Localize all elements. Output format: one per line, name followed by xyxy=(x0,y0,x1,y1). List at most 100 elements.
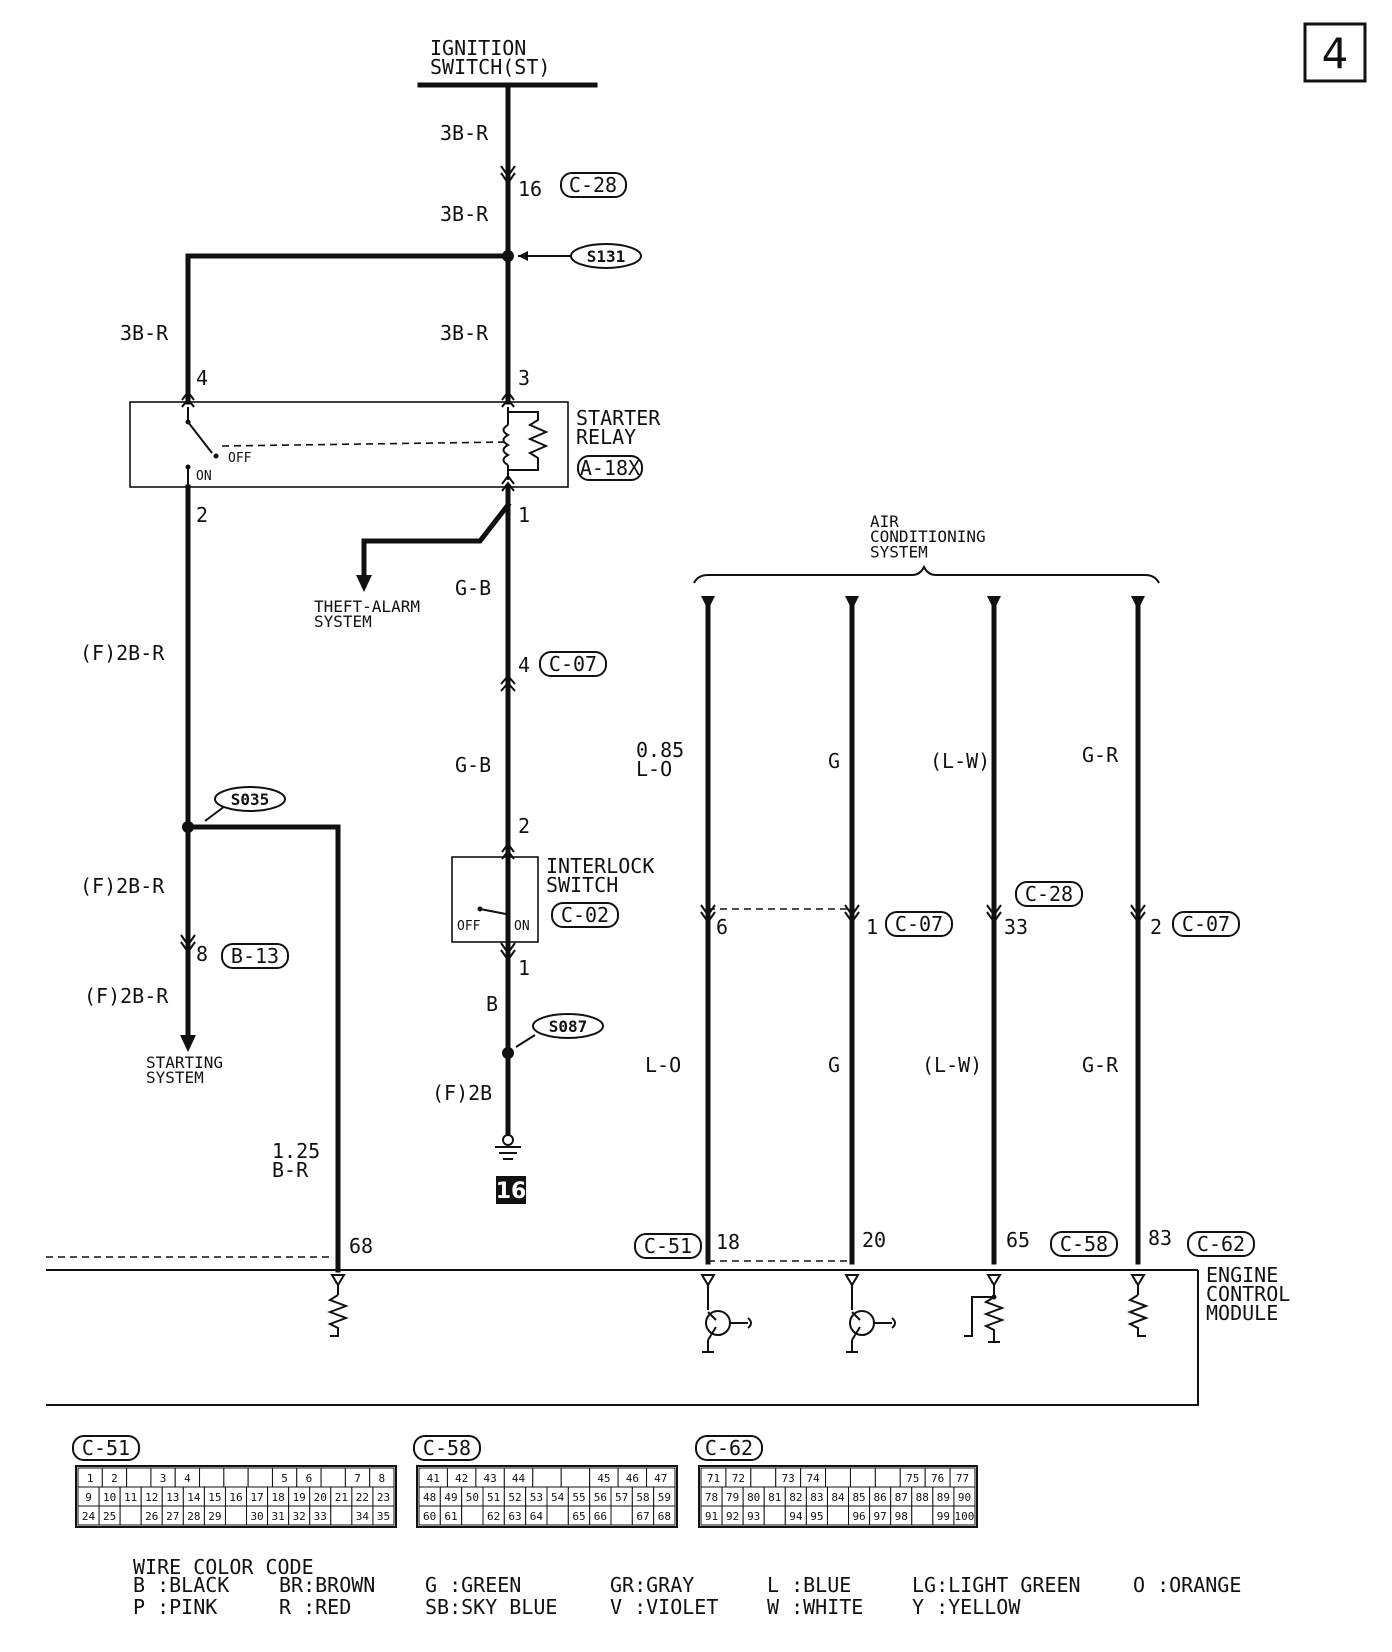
pin-cell: 80 xyxy=(747,1491,760,1504)
connector-table-title: C-58 xyxy=(423,1436,471,1460)
color-code-entry: Y :YELLOW xyxy=(912,1595,1021,1619)
pin-cell: 32 xyxy=(293,1510,306,1523)
wire-ac-2: G 1 G 20 xyxy=(828,596,886,1265)
pin-cell: 83 xyxy=(810,1491,823,1504)
pin-cell: 46 xyxy=(626,1472,639,1485)
pin-cell: 35 xyxy=(377,1510,390,1523)
connector-table-title: C-51 xyxy=(82,1436,130,1460)
color-code-title: WIRE COLOR CODE xyxy=(133,1555,314,1579)
pin-cell: 59 xyxy=(658,1491,671,1504)
pin-cell: 56 xyxy=(594,1491,607,1504)
interlock-on-label: ON xyxy=(514,919,530,934)
pin-cell: 49 xyxy=(444,1491,457,1504)
wire-label: (F)2B-R xyxy=(84,984,169,1008)
pin-cell: 1 xyxy=(87,1472,94,1485)
pin-cell: 99 xyxy=(937,1510,950,1523)
pin-cell: 26 xyxy=(145,1510,158,1523)
pin-cell: 62 xyxy=(487,1510,500,1523)
page-number-badge: 4 xyxy=(1303,22,1367,83)
splice-s035: S035 xyxy=(214,786,286,812)
svg-text:G-R: G-R xyxy=(1082,743,1119,767)
connector-tag-c28-ac: C-28 xyxy=(1015,881,1083,907)
pin-cell: 5 xyxy=(281,1472,288,1485)
pin-cell: 97 xyxy=(874,1510,887,1523)
pin-cell: 45 xyxy=(597,1472,610,1485)
connector-tag-c07-b: C-07 xyxy=(1172,911,1240,937)
svg-text:G: G xyxy=(828,749,840,773)
pin-cell: 18 xyxy=(272,1491,285,1504)
pin-cell: 20 xyxy=(314,1491,327,1504)
svg-text:16: 16 xyxy=(496,1179,527,1204)
pin-cell: 13 xyxy=(166,1491,179,1504)
color-code-entry: SB:SKY BLUE xyxy=(425,1595,557,1619)
pin-cell: 17 xyxy=(250,1491,263,1504)
svg-text:(L-W): (L-W) xyxy=(930,749,990,773)
pin-cell: 57 xyxy=(615,1491,628,1504)
connector-arrow xyxy=(500,165,516,185)
pin-cell: 19 xyxy=(293,1491,306,1504)
pin-cell: 3 xyxy=(160,1472,167,1485)
svg-text:A-18X: A-18X xyxy=(580,456,640,480)
svg-text:C-07: C-07 xyxy=(895,912,943,936)
pin-cell: 8 xyxy=(379,1472,386,1485)
pin-label: 1 xyxy=(518,503,530,527)
ground-icon xyxy=(495,1134,521,1160)
pin-label: 4 xyxy=(518,653,530,677)
pin-cell: 21 xyxy=(335,1491,348,1504)
svg-text:2: 2 xyxy=(1150,915,1162,939)
pin-cell: 65 xyxy=(572,1510,585,1523)
color-code-entry: W :WHITE xyxy=(767,1595,863,1619)
pin-cell: 74 xyxy=(806,1472,820,1485)
svg-text:C-58: C-58 xyxy=(1060,1232,1108,1256)
pin-cell: 50 xyxy=(466,1491,479,1504)
pin-cell: 93 xyxy=(747,1510,760,1523)
pin-cell: 30 xyxy=(250,1510,263,1523)
wire-label: 3B-R xyxy=(440,121,489,145)
pin-cell: 61 xyxy=(444,1510,457,1523)
wire-label: (F)2B xyxy=(432,1081,492,1105)
connector-tag-a18x: A-18X xyxy=(577,455,643,481)
pin-cell: 9 xyxy=(85,1491,92,1504)
svg-text:S035: S035 xyxy=(231,790,270,809)
pin-cell: 15 xyxy=(208,1491,221,1504)
connector-tag-c51: C-51 xyxy=(634,1233,702,1259)
pin-cell: 64 xyxy=(530,1510,544,1523)
pin-cell: 43 xyxy=(483,1472,496,1485)
pin-cell: 7 xyxy=(354,1472,361,1485)
pin-cell: 22 xyxy=(356,1491,369,1504)
svg-text:C-28: C-28 xyxy=(569,173,617,197)
pin-cell: 11 xyxy=(124,1491,137,1504)
pin-cell: 98 xyxy=(895,1510,908,1523)
wire-label: (F)2B-R xyxy=(80,641,165,665)
pin-cell: 10 xyxy=(103,1491,116,1504)
wire-label: 3B-R xyxy=(120,321,169,345)
wire-ac-3: (L-W) 33 (L-W) 65 xyxy=(922,596,1030,1265)
wire-label: G-B xyxy=(455,576,491,600)
color-code-entry: L :BLUE xyxy=(767,1573,851,1597)
connector-tag-c07-a: C-07 xyxy=(885,911,953,937)
pin-cell: 23 xyxy=(377,1491,390,1504)
pin-cell: 94 xyxy=(789,1510,803,1523)
wire-to-ecm-68 xyxy=(185,824,341,1273)
svg-text:G: G xyxy=(828,1053,840,1077)
pin-cell: 6 xyxy=(306,1472,313,1485)
wire-label: 3B-R xyxy=(440,321,489,345)
pin-cell: 2 xyxy=(111,1472,118,1485)
pin-label: 8 xyxy=(196,942,208,966)
page-number: 4 xyxy=(1322,29,1349,78)
pin-cell: 87 xyxy=(895,1491,908,1504)
pin-cell: 66 xyxy=(594,1510,607,1523)
pin-cell: 34 xyxy=(356,1510,370,1523)
pin-cell: 55 xyxy=(572,1491,585,1504)
svg-text:G-R: G-R xyxy=(1082,1053,1119,1077)
